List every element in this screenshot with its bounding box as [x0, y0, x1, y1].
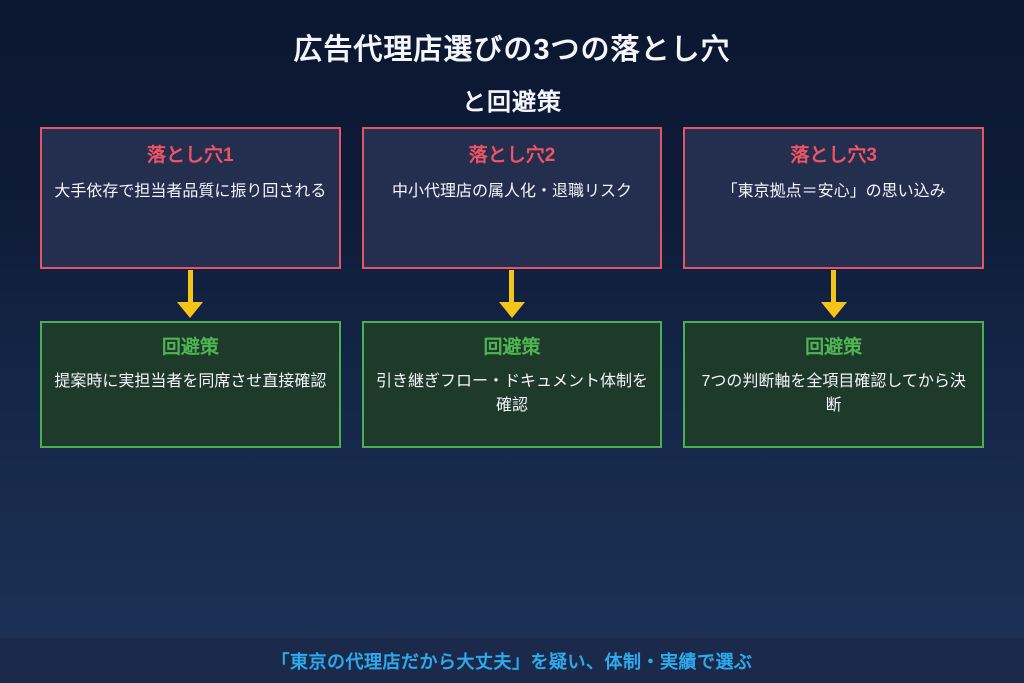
countermeasure-label: 回避策: [805, 337, 863, 358]
pitfall-box-3: 落とし穴3 「東京拠点＝安心」の思い込み: [683, 127, 984, 269]
footer-takeaway: 「東京の代理店だから大丈夫」を疑い、体制・実績で選ぶ: [271, 651, 753, 672]
countermeasure-text: 7つの判断軸を全項目確認してから決断: [701, 373, 966, 414]
column-pitfall-1: 落とし穴1 大手依存で担当者品質に振り回される 回避策 提案時に実担当者を同席さ…: [40, 127, 341, 448]
pitfall-label: 落とし穴2: [468, 145, 556, 166]
pitfall-box-1: 落とし穴1 大手依存で担当者品質に振り回される: [40, 127, 341, 269]
down-arrow-icon: [177, 269, 204, 321]
pitfall-text: 中小代理店の属人化・退職リスク: [391, 183, 632, 200]
arrow-shaft: [831, 270, 837, 302]
countermeasure-box-3: 回避策 7つの判断軸を全項目確認してから決断: [683, 321, 984, 448]
arrow-head: [498, 302, 525, 318]
columns-grid: 落とし穴1 大手依存で担当者品質に振り回される 回避策 提案時に実担当者を同席さ…: [40, 127, 984, 448]
arrow-head: [177, 302, 204, 318]
arrow-shaft: [187, 270, 193, 302]
countermeasure-text: 引き継ぎフロー・ドキュメント体制を確認: [375, 373, 648, 414]
column-pitfall-2: 落とし穴2 中小代理店の属人化・退職リスク 回避策 引き継ぎフロー・ドキュメント…: [361, 127, 663, 448]
pitfall-box-2: 落とし穴2 中小代理店の属人化・退職リスク: [361, 127, 663, 269]
pitfall-text: 大手依存で担当者品質に振り回される: [54, 183, 327, 200]
title-line-2: と回避策: [462, 89, 562, 116]
pitfall-label: 落とし穴3: [790, 145, 877, 166]
down-arrow-icon: [498, 269, 525, 321]
countermeasure-label: 回避策: [483, 337, 541, 358]
footer-band: 「東京の代理店だから大丈夫」を疑い、体制・実績で選ぶ: [0, 638, 1024, 683]
countermeasure-box-1: 回避策 提案時に実担当者を同席させ直接確認: [40, 321, 341, 448]
arrow-shaft: [509, 270, 515, 302]
countermeasure-label: 回避策: [161, 337, 219, 358]
slide-title: 広告代理店選びの3つの落とし穴 と回避策: [0, 0, 1024, 117]
arrow-head: [820, 302, 847, 318]
pitfall-label: 落とし穴1: [147, 145, 234, 166]
countermeasure-box-2: 回避策 引き継ぎフロー・ドキュメント体制を確認: [361, 321, 663, 448]
down-arrow-icon: [820, 269, 847, 321]
column-pitfall-3: 落とし穴3 「東京拠点＝安心」の思い込み 回避策 7つの判断軸を全項目確認してか…: [683, 127, 984, 448]
title-line-1: 広告代理店選びの3つの落とし穴: [293, 34, 731, 66]
pitfall-text: 「東京拠点＝安心」の思い込み: [721, 183, 946, 200]
countermeasure-text: 提案時に実担当者を同席させ直接確認: [54, 373, 327, 390]
